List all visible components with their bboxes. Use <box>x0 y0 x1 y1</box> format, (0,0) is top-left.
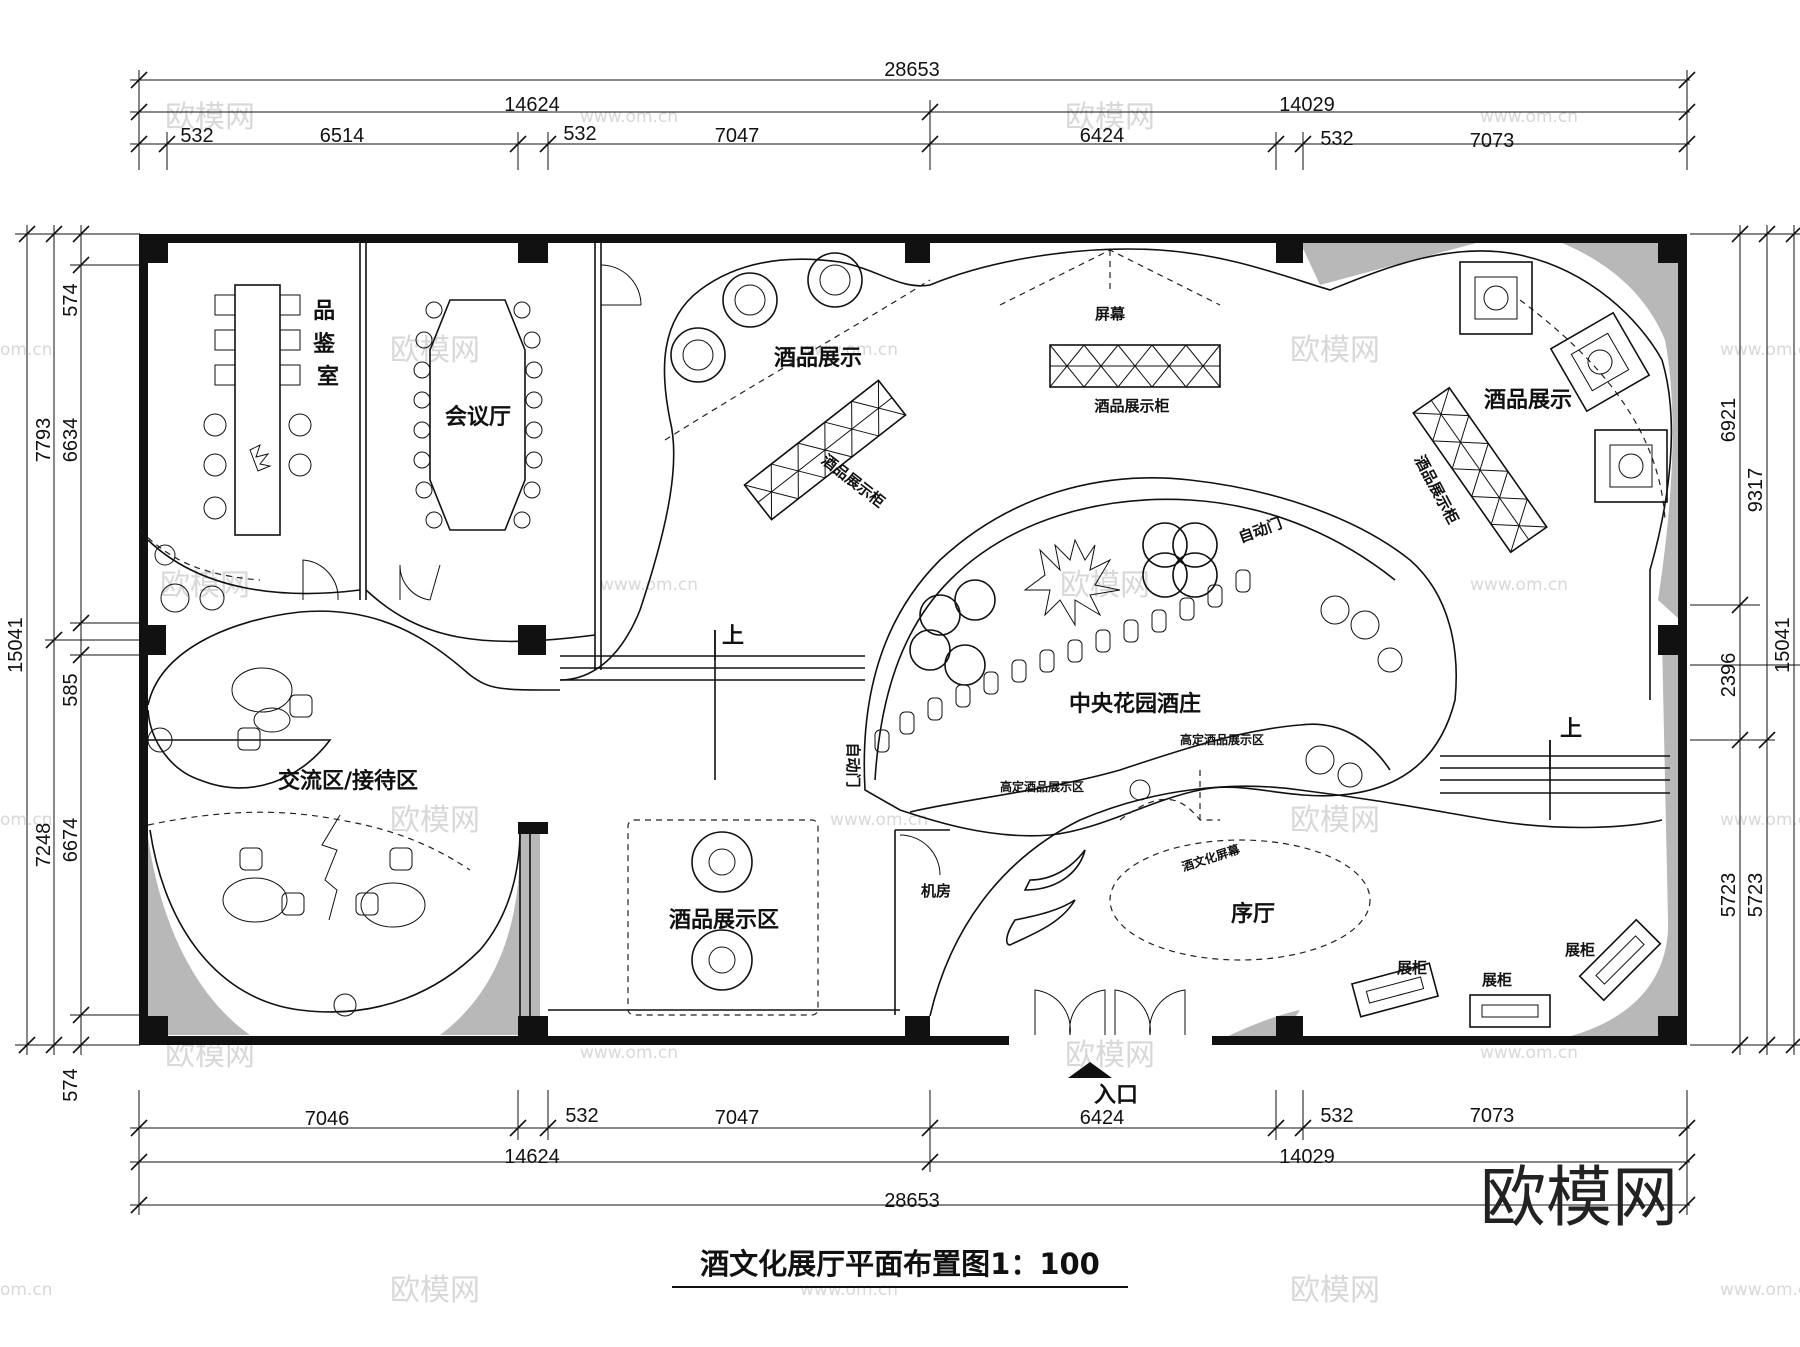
label-lobby: 序厅 <box>1231 901 1275 927</box>
dim-right-total: 15041 <box>1772 617 1794 673</box>
label-display-cabinet-top: 酒品展示柜 <box>1094 397 1169 415</box>
label-up-left: 上 <box>722 624 744 649</box>
label-tasting-room-char: 品 <box>313 299 335 324</box>
dim-top-seg: 6424 <box>1080 125 1125 147</box>
label-wine-culture-screen: 酒文化屏幕 <box>1180 841 1243 874</box>
furniture <box>147 252 1668 1078</box>
label-wine-display-ne: 酒品展示 <box>1484 388 1572 413</box>
top-dimensions: 28653 14624 14029 532 6514 532 7047 6424… <box>130 59 1696 170</box>
watermark-url: www.om.cn <box>600 575 698 595</box>
label-screen: 屏幕 <box>1095 305 1126 323</box>
watermark-url: www.om.cn <box>1720 810 1800 830</box>
dim-left-total: 15041 <box>5 617 27 673</box>
label-auto-door-right: 自动门 <box>1236 514 1284 546</box>
dim-top-seg: 7047 <box>715 125 760 147</box>
label-tasting-room-char: 室 <box>317 364 339 390</box>
dim-bottom-total: 28653 <box>884 1190 940 1212</box>
dim-bottom-seg: 7073 <box>1470 1105 1515 1127</box>
dim-left-seg: 574 <box>60 283 82 316</box>
watermark-url: www.om.cn <box>800 340 898 360</box>
interior-partitions <box>147 243 1673 1017</box>
room-labels: 品 鉴 室 会议厅 酒品展示 屏幕 酒品展示柜 酒品展示柜 酒品展示柜 酒品展示… <box>278 299 1595 1108</box>
watermark-url: www.om.cn <box>1480 107 1578 127</box>
dim-top-seg: 6514 <box>320 125 365 147</box>
label-premium-display-1: 高定酒品展示区 <box>1180 732 1264 747</box>
dim-top-total: 28653 <box>884 59 940 81</box>
watermark-url: www.om.cn <box>1720 1280 1800 1300</box>
dim-top-right-half: 14029 <box>1279 94 1335 116</box>
label-tasting-room: 品 鉴 室 <box>312 299 343 390</box>
watermark-url-edge: om.cn <box>0 810 53 830</box>
watermark-url: www.om.cn <box>800 1280 898 1300</box>
label-exchange-reception: 交流区/接待区 <box>278 768 418 794</box>
watermark-url: www.om.cn <box>830 810 928 830</box>
watermark-url: www.om.cn <box>1480 1043 1578 1063</box>
watermark-text: 欧模网 <box>1290 803 1380 838</box>
bottom-dimensions: 7046 532 7047 6424 532 7073 14624 14029 … <box>130 1090 1696 1215</box>
watermark-url: www.om.cn <box>580 1043 678 1063</box>
label-central-garden: 中央花园酒庄 <box>1069 691 1201 717</box>
dim-top-seg: 532 <box>180 125 213 147</box>
label-up-right: 上 <box>1560 717 1582 742</box>
label-cabinet-2: 展柜 <box>1482 971 1512 989</box>
outer-walls <box>139 234 1687 1045</box>
left-dimensions: 15041 7793 7248 574 6634 585 6674 574 <box>5 225 140 1102</box>
watermark-url-edge: om.cn <box>0 340 53 360</box>
dim-bottom-seg: 7047 <box>715 1107 760 1129</box>
label-wine-display-nw: 酒品展示 <box>774 346 862 371</box>
watermark-logo: 欧模网 <box>1480 1159 1678 1236</box>
dim-left-seg: 6674 <box>60 818 82 863</box>
watermark-text: 欧模网 <box>1065 1038 1155 1073</box>
dim-bottom-seg: 532 <box>565 1105 598 1127</box>
dim-bottom-seg: 532 <box>1320 1105 1353 1127</box>
label-wine-display-area: 酒品展示区 <box>669 908 779 933</box>
dim-bottom-right-half: 14029 <box>1279 1146 1335 1168</box>
dim-right-upper: 9317 <box>1745 468 1767 513</box>
watermark-text: 欧模网 <box>1060 568 1150 603</box>
watermark-text: 欧模网 <box>1290 333 1380 368</box>
dashed-lines <box>139 249 1666 1016</box>
drawing-title: 酒文化展厅平面布置图1：100 <box>700 1247 1100 1281</box>
dim-left-seg: 585 <box>60 673 82 706</box>
label-machine-room: 机房 <box>921 882 951 900</box>
dim-right-seg: 5723 <box>1718 873 1740 918</box>
watermark-url: www.om.cn <box>1720 340 1800 360</box>
dim-top-left-half: 14624 <box>504 94 560 116</box>
watermark-url-edge: om.cn <box>0 1280 53 1300</box>
label-cabinet-1: 展柜 <box>1397 959 1427 977</box>
label-premium-display-2: 高定酒品展示区 <box>1000 779 1084 794</box>
label-display-cabinet-diag-left: 酒品展示柜 <box>818 451 888 511</box>
dim-bottom-left-half: 14624 <box>504 1146 560 1168</box>
watermark-text: 欧模网 <box>165 100 255 135</box>
dim-right-seg: 6921 <box>1718 398 1740 443</box>
watermark-text: 欧模网 <box>390 1273 480 1308</box>
watermarks: 欧模网 欧模网 www.om.cn www.om.cn 欧模网 欧模网 om.c… <box>0 100 1800 1308</box>
label-meeting-hall: 会议厅 <box>445 404 511 430</box>
label-cabinet-3: 展柜 <box>1565 941 1595 959</box>
dim-left-seg: 6634 <box>60 418 82 463</box>
dim-right-lower: 5723 <box>1745 873 1767 918</box>
right-dimensions: 6921 2396 5723 9317 5723 15041 <box>1690 225 1800 1055</box>
dim-top-seg: 532 <box>563 123 596 145</box>
dim-left-upper: 7793 <box>33 418 55 463</box>
watermark-text: 欧模网 <box>1290 1273 1380 1308</box>
watermark-text: 欧模网 <box>390 803 480 838</box>
label-entrance: 入口 <box>1094 1083 1138 1108</box>
dim-right-seg: 2396 <box>1718 653 1740 698</box>
hatched-areas <box>147 242 1680 1040</box>
dim-left-seg: 574 <box>60 1068 82 1101</box>
label-tasting-room-char: 鉴 <box>312 332 336 357</box>
dim-top-seg: 7073 <box>1470 130 1515 152</box>
dim-left-lower: 7248 <box>33 823 55 868</box>
watermark-url: www.om.cn <box>1470 575 1568 595</box>
dim-bottom-seg: 6424 <box>1080 1107 1125 1129</box>
watermark-text: 欧模网 <box>1065 100 1155 135</box>
label-auto-door-left: 自动门 <box>844 742 862 787</box>
dim-bottom-seg: 7046 <box>305 1108 350 1130</box>
dim-top-seg: 532 <box>1320 128 1353 150</box>
